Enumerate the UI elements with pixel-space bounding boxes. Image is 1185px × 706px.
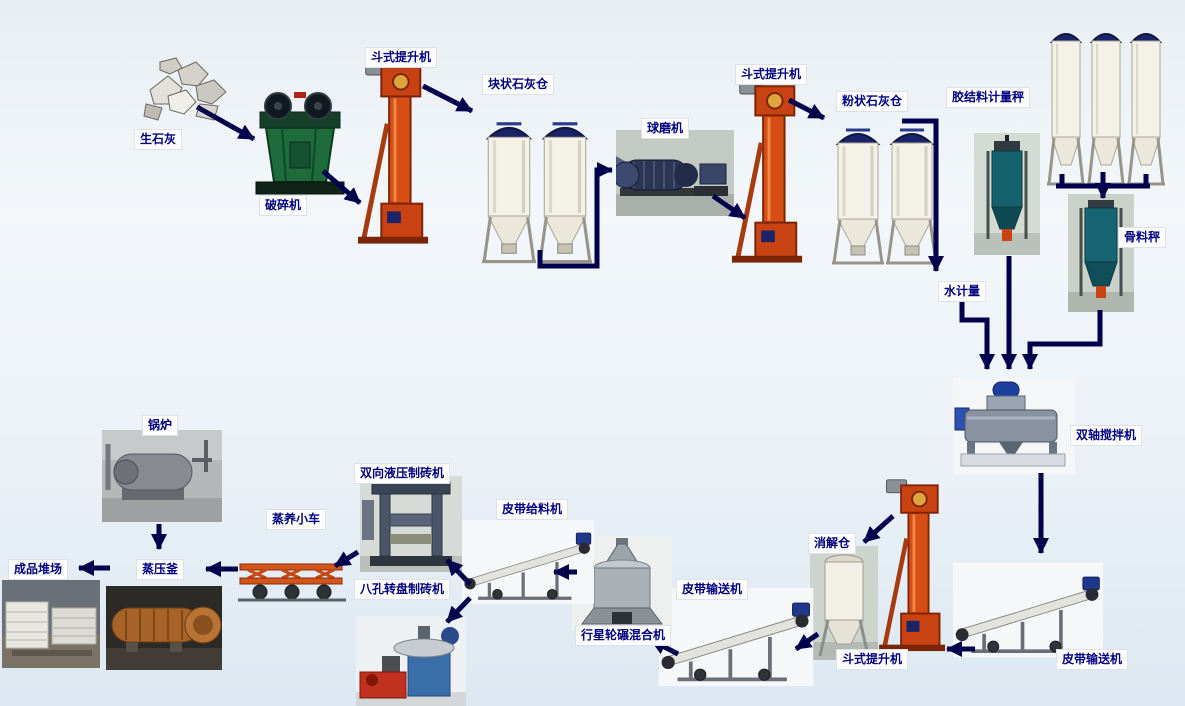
label-product-yard: 成品堆场 <box>8 559 69 580</box>
label-powder-lime-silo: 粉状石灰仓 <box>836 91 909 112</box>
jaw-crusher-illustration <box>255 92 345 195</box>
quicklime-pile-illustration <box>143 57 227 121</box>
aggregate-scale-photo <box>1068 194 1134 312</box>
flow-arrow-water-meter-to-twin-shaft-mixer <box>959 297 995 370</box>
hydraulic-press-photo <box>360 476 462 572</box>
label-water-meter: 水计量 <box>938 281 987 302</box>
label-twin-shaft-mixer: 双轴搅拌机 <box>1070 425 1143 446</box>
bucket-elevator-1-illustration <box>356 58 432 246</box>
label-curing-trolley: 蒸养小车 <box>266 509 327 530</box>
powder-lime-silos-illustration <box>830 128 940 265</box>
boiler-photo <box>102 430 222 522</box>
binder-scale-photo <box>974 133 1040 255</box>
label-lump-lime-silo: 块状石灰仓 <box>482 74 555 95</box>
label-binder-scale: 胶结料计量秤 <box>946 87 1031 108</box>
belt-feeder-photo <box>462 518 594 606</box>
belt-conveyor-right-photo <box>953 556 1103 664</box>
rotary-press-photo <box>356 616 466 706</box>
label-quicklime: 生石灰 <box>134 129 183 150</box>
bucket-elevator-2-illustration <box>730 76 806 266</box>
storage-silos-illustration <box>1046 32 1166 186</box>
flow-arrow-aggregate-scale-to-twin-shaft-mixer <box>1022 310 1103 370</box>
autoclave-photo <box>106 586 222 670</box>
lump-lime-silos-illustration <box>480 122 594 264</box>
product-yard-photo <box>2 580 100 668</box>
belt-conveyor-mid-photo <box>652 588 820 686</box>
bucket-elevator-3-illustration <box>874 478 952 652</box>
digestion-silo-photo <box>810 546 878 660</box>
label-crusher: 破碎机 <box>259 195 308 216</box>
label-autoclave: 蒸压釜 <box>136 559 185 580</box>
curing-trolley-illustration <box>238 563 346 602</box>
ball-mill-photo <box>616 130 734 216</box>
twin-shaft-mixer-photo <box>953 378 1075 474</box>
label-rotary-press: 八孔转盘制砖机 <box>354 579 451 600</box>
